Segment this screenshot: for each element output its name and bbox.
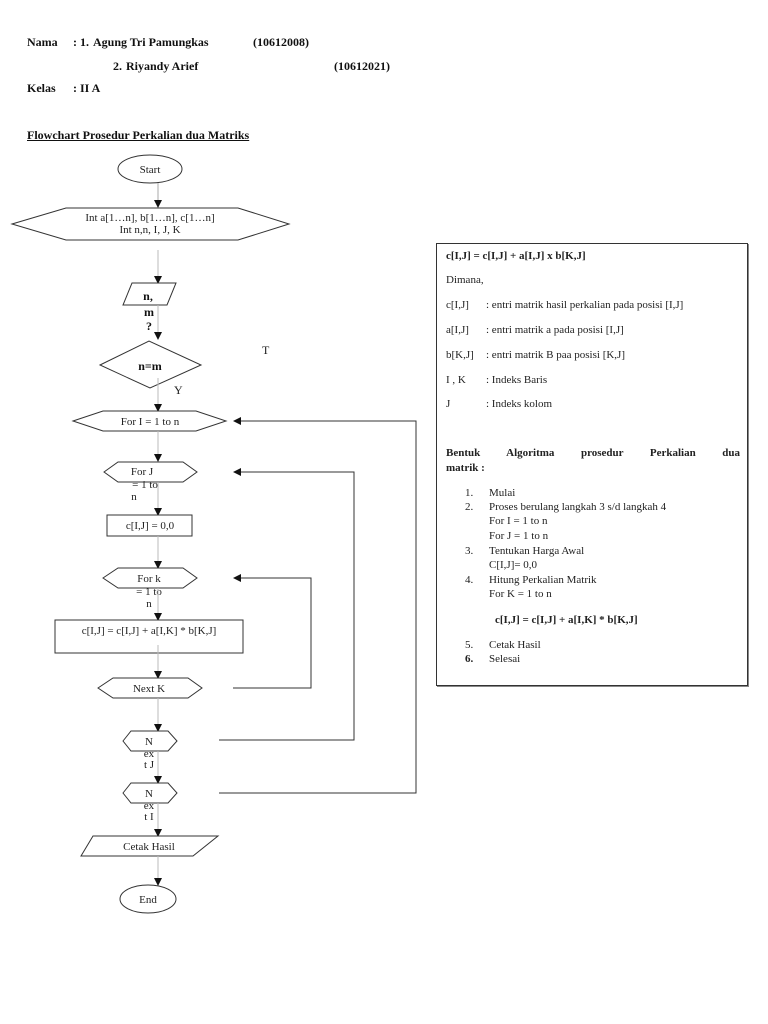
step-number: 1. [465, 487, 474, 499]
definition-key: J [446, 398, 451, 410]
next-j-line-3: t J [144, 759, 155, 771]
info-formula: c[I,J] = c[I,J] + a[I,J] x b[K,J] [446, 250, 586, 262]
kelas-label: Kelas [27, 81, 56, 95]
step-4-formula: c[I,J] = c[I,J] + a[I,K] * b[K,J] [495, 614, 638, 626]
algorithm-step: 4. Hitung Perkalian Matrik [465, 574, 597, 586]
nama-label: Nama [27, 35, 58, 49]
step-text: Tentukan Harga Awal [489, 545, 585, 557]
compute-label: c[I,J] = c[I,J] + a[I,K] * b[K,J] [82, 625, 217, 637]
algorithm-step: 2. Proses berulang langkah 3 s/d langkah … [465, 501, 666, 513]
member-2-nim: (10612021) [334, 59, 390, 73]
input-line-3: ? [146, 319, 152, 333]
definition-key: b[K,J] [446, 349, 474, 361]
step-number: 2. [465, 501, 474, 513]
start-terminator [117, 154, 183, 184]
declaration-line-2: Int n,n, I, J, K [119, 224, 180, 236]
for-i-label: For I = 1 to n [121, 416, 180, 428]
kelas-separator: : [73, 81, 77, 95]
algorithm-step: 1. Mulai [465, 487, 515, 499]
definition-key: c[I,J] [446, 299, 469, 311]
next-j-line-2: ex [144, 748, 155, 760]
for-k-line-1: For k [137, 573, 161, 585]
input-line-1: n, [143, 289, 153, 303]
definition-key: a[I,J] [446, 324, 469, 336]
info-dimana: Dimana, [446, 274, 484, 286]
for-i-hexagon [71, 410, 228, 432]
next-j-line-1: N [145, 736, 153, 748]
definition-row: I , K : Indeks Baris [446, 374, 547, 386]
compute-process-box [54, 619, 244, 654]
for-j-line-2: = 1 to [132, 479, 158, 491]
for-k-hexagon [102, 567, 198, 589]
kelas-value: II A [80, 81, 101, 95]
step-text: Selesai [489, 653, 521, 665]
for-k-line-2: = 1 to [136, 586, 162, 598]
end-terminator [119, 884, 177, 914]
definition-desc: : Indeks Baris [486, 374, 548, 386]
next-k-label: Next K [133, 683, 165, 695]
definition-desc: : entri matrik hasil perkalian pada posi… [486, 299, 684, 311]
declaration-line-1: Int a[1…n], b[1…n], c[1…n] [85, 212, 214, 224]
member-1-nim: (10612008) [253, 35, 309, 49]
init-label: c[I,J] = 0,0 [126, 520, 175, 532]
member-1-index: 1. [80, 35, 89, 49]
for-j-line-1: For J [131, 466, 154, 478]
loop-next-j-to-for-j [219, 468, 355, 741]
algorithm-step: 6. Selesai [465, 653, 520, 665]
loop-next-i-to-for-i [219, 417, 417, 794]
init-process-box [106, 514, 193, 537]
for-j-hexagon [103, 461, 198, 483]
decision-label: n=m [138, 359, 162, 373]
for-k-line-3: n [146, 598, 152, 610]
end-label: End [139, 894, 157, 906]
step-number: 5. [465, 639, 474, 651]
input-parallelogram [122, 282, 177, 306]
definition-row: a[I,J] : entri matrik a pada posisi [I,J] [446, 324, 624, 336]
member-2-index: 2. [113, 59, 122, 73]
decision-yes-label: Y [174, 383, 183, 397]
definition-row: b[K,J] : entri matrik B paa posisi [K,J] [446, 349, 625, 361]
step-text: Cetak Hasil [489, 639, 541, 651]
step-number: 3. [465, 545, 474, 557]
definition-key: I , K [446, 374, 466, 386]
flowchart-title: Flowchart Prosedur Perkalian dua Matriks [27, 128, 250, 142]
step-text: Proses berulang langkah 3 s/d langkah 4 [489, 501, 667, 513]
loop-next-k-to-for-k [233, 574, 312, 689]
next-k-hexagon [97, 677, 203, 699]
member-1-name: Agung Tri Pamungkas [93, 35, 209, 49]
algorithm-title-line-1: Bentuk Algoritma prosedur Perkalian dua [446, 447, 740, 459]
next-i-hexagon [122, 782, 178, 804]
algorithm-step: 5. Cetak Hasil [465, 639, 541, 651]
output-parallelogram [80, 835, 220, 857]
step-sub: For K = 1 to n [489, 588, 552, 600]
step-text: Hitung Perkalian Matrik [489, 574, 597, 586]
algorithm-title-line-2: matrik : [446, 462, 485, 474]
step-number: 6. [465, 653, 474, 665]
definition-desc: : entri matrik B paa posisi [K,J] [486, 349, 626, 361]
for-j-line-3: n [131, 491, 137, 503]
nama-separator: : [73, 35, 77, 49]
explanation-box: c[I,J] = c[I,J] + a[I,J] x b[K,J] Dimana… [436, 243, 748, 686]
decision-true-label: T [262, 343, 270, 357]
member-2-name: Riyandy Arief [126, 59, 199, 73]
step-sub: For I = 1 to n [489, 515, 548, 527]
output-label: Cetak Hasil [123, 841, 175, 853]
next-i-line-3: t I [144, 811, 154, 823]
algorithm-step: 3. Tentukan Harga Awal [465, 545, 584, 557]
step-sub: For J = 1 to n [489, 530, 549, 542]
input-line-2: m [144, 305, 154, 319]
step-text: Mulai [489, 487, 516, 499]
definition-desc: : entri matrik a pada posisi [I,J] [486, 324, 624, 336]
next-i-line-1: N [145, 788, 153, 800]
step-sub: C[I,J]= 0,0 [489, 559, 538, 571]
start-label: Start [140, 164, 161, 176]
decision-diamond [98, 340, 203, 389]
definition-desc: : Indeks kolom [486, 398, 552, 410]
next-i-line-2: ex [144, 800, 155, 812]
step-number: 4. [465, 574, 474, 586]
next-j-hexagon [122, 730, 178, 752]
declaration-hexagon [10, 207, 291, 241]
definition-row: J : Indeks kolom [446, 398, 552, 410]
definition-row: c[I,J] : entri matrik hasil perkalian pad… [446, 299, 683, 311]
